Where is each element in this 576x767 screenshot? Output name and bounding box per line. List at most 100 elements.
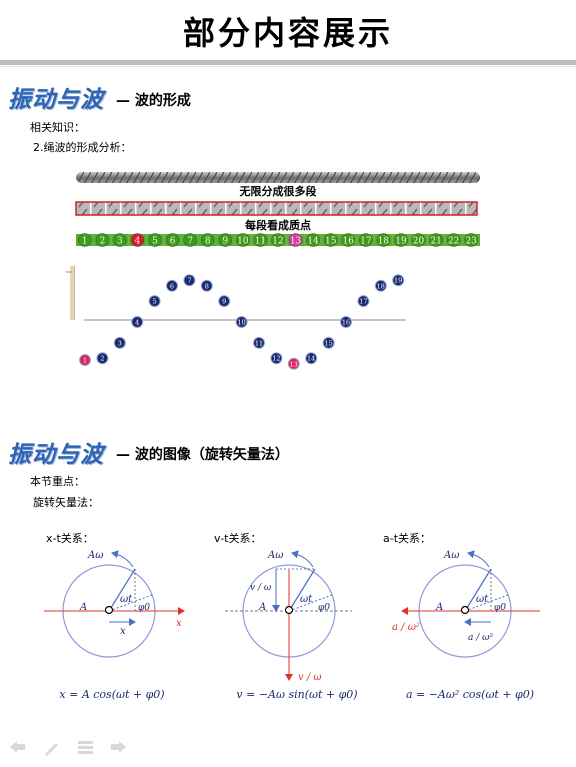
wave-point-label: 6: [170, 282, 174, 290]
wave-point-1: [79, 354, 91, 366]
panel-at-label: a-t关系：: [383, 532, 432, 545]
wave-point-8: [200, 279, 213, 292]
rotation-arrow: [291, 550, 314, 568]
section1-line1: 相关知识：: [30, 121, 85, 134]
particle-label: 16: [343, 237, 355, 247]
particle-label: 9: [222, 237, 228, 247]
wave-point-label: 1: [83, 357, 87, 365]
rope-label-mid: 每段看成质点: [245, 219, 311, 232]
a-label: A: [258, 602, 266, 613]
projection-label: a / ω²: [468, 633, 493, 643]
particle-7: [183, 233, 197, 247]
projection-label: v / ω: [250, 583, 272, 593]
particle-label: 5: [152, 237, 158, 247]
center-point: [284, 605, 294, 615]
axis-label: v / ω: [298, 672, 322, 683]
wave-point-18: [374, 279, 387, 292]
section1-subtitle: — 波的形成: [116, 93, 191, 109]
wave-point-15: [322, 336, 335, 349]
wave-point-label: 11: [255, 339, 263, 347]
axis-label: a / ω²: [392, 622, 420, 633]
phase-label: φ0: [138, 603, 150, 613]
particle-16: [341, 233, 356, 247]
page-title: 部分内容展示: [182, 14, 393, 52]
particle-label: 22: [448, 237, 459, 247]
particle-label: 6: [170, 237, 176, 247]
rotation-arrow: [467, 550, 490, 568]
top-label: Aω: [267, 550, 283, 561]
angle-label: ωt: [120, 594, 133, 605]
wave-point-17: [357, 295, 370, 308]
panel-vt: Aω A ωt φ0 v / ω v / ω v = −Aω sin(ωt + …: [225, 550, 358, 701]
particle-9: [218, 233, 233, 247]
particle-label: 14: [307, 237, 319, 247]
particle-22: [446, 233, 461, 247]
particle-label: 13: [290, 237, 302, 247]
wave-point-label: 19: [394, 277, 402, 285]
forward-arrow-icon[interactable]: [111, 741, 126, 753]
rotation-arrow: [111, 550, 134, 568]
a-label: A: [79, 602, 87, 613]
formula: v = −Aω sin(ωt + φ0): [236, 688, 357, 701]
wave-point-label: 12: [272, 355, 280, 363]
axis-label: x: [176, 618, 182, 629]
particle-20: [411, 233, 426, 247]
particle-label: 21: [430, 237, 441, 247]
angle-label: ωt: [476, 594, 489, 605]
panel-xt-label: x-t关系：: [46, 532, 94, 545]
wave-point-14: [305, 352, 318, 365]
center-point: [104, 605, 114, 615]
wave-point-3: [113, 336, 126, 349]
formula: x = A cos(ωt + φ0): [59, 688, 164, 701]
projection-label: x: [120, 626, 126, 637]
particle-13: [288, 233, 303, 247]
rope-whole: [76, 172, 480, 183]
center-point: [460, 605, 470, 615]
angle-label: ωt: [300, 594, 313, 605]
phase-label: φ0: [318, 603, 330, 613]
wave-point-label: 10: [237, 319, 245, 327]
particle-label: 18: [378, 237, 390, 247]
section1-line2: 2.绳波的形成分析：: [33, 141, 132, 154]
wall-hatch: [70, 266, 74, 320]
wave-point-19: [392, 274, 405, 287]
particle-label: 2: [99, 237, 105, 247]
section2-logo: 振动与波: [8, 441, 104, 468]
particle-label: 11: [255, 237, 266, 247]
wave-point-label: 2: [100, 355, 104, 363]
particle-19: [394, 233, 408, 247]
amplitude-vector: [288, 568, 316, 612]
wave-point-label: 4: [135, 319, 139, 327]
wave-point-label: 15: [324, 339, 332, 347]
wave-point-10: [235, 316, 248, 328]
pen-icon[interactable]: [45, 743, 58, 756]
particle-4: [130, 233, 145, 247]
particle-18: [376, 233, 391, 247]
amplitude-vector: [108, 568, 136, 612]
particle-2: [95, 233, 110, 247]
menu-icon[interactable]: [78, 741, 93, 754]
particle-8: [200, 233, 215, 247]
particle-14: [306, 233, 320, 247]
wave-point-7: [183, 274, 196, 287]
wave-point-label: 8: [205, 282, 209, 290]
section2-line1: 本节重点：: [30, 475, 85, 488]
particle-label: 3: [117, 237, 123, 247]
particle-23: [464, 233, 479, 247]
title-divider: [0, 60, 576, 65]
rope-segmented: [75, 201, 478, 216]
particle-label: 1: [82, 237, 88, 247]
rope-label-top: 无限分成很多段: [239, 185, 317, 198]
wave-point-11: [253, 336, 265, 349]
top-label: Aω: [87, 550, 103, 561]
back-arrow-icon[interactable]: [10, 741, 25, 753]
particle-label: 23: [465, 237, 477, 247]
panel-xt: Aω A ωt φ0 x x x = A cos(ωt + φ0): [44, 550, 185, 701]
wave-point-16: [340, 316, 352, 328]
wave-point-label: 7: [187, 277, 191, 285]
particle-1: [77, 233, 92, 247]
